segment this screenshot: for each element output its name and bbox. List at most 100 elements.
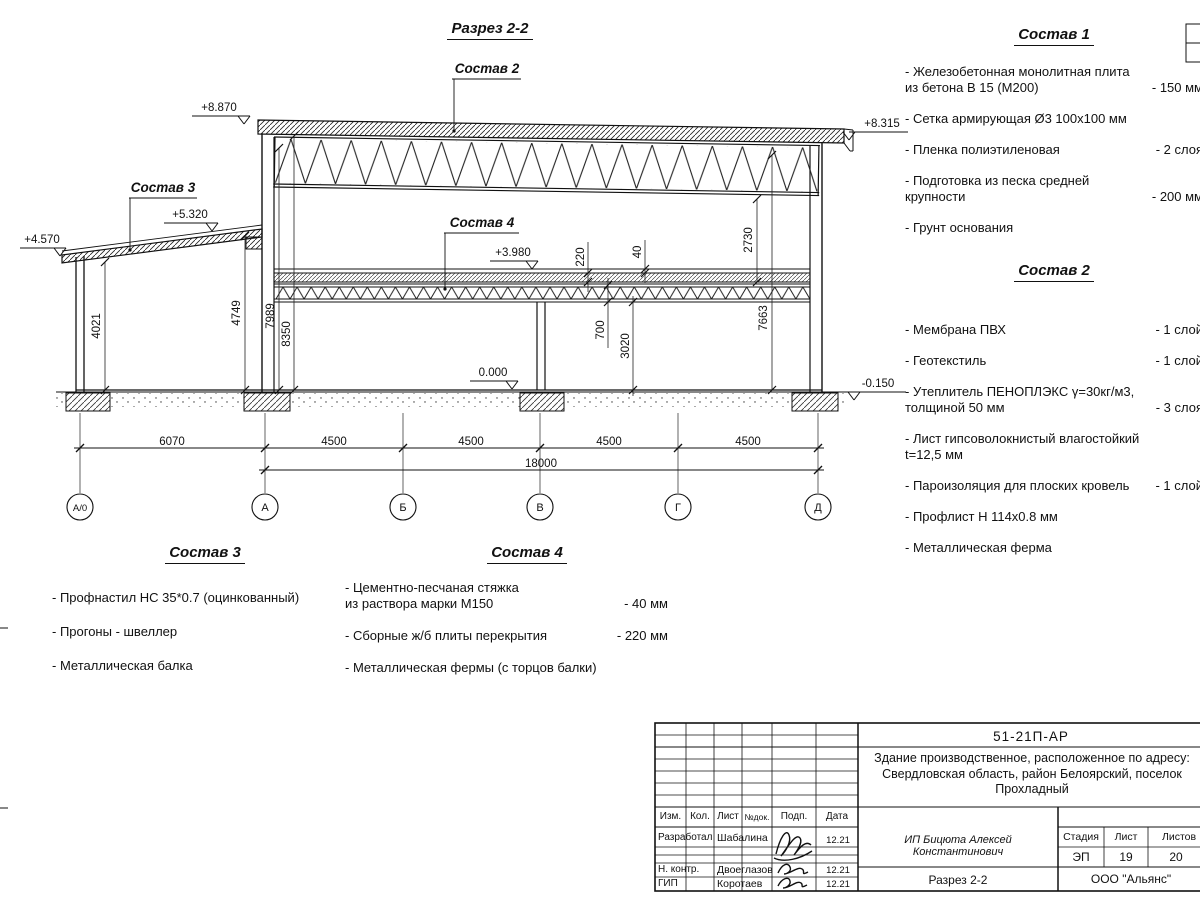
spec-item: - Лист гипсоволокнистый влагостойкий t=1… (905, 431, 1200, 463)
axis-label: А (261, 502, 269, 514)
elevation-marks: +8.870 +8.315 +5.320 +4.570 +3.980 0.000… (20, 102, 908, 401)
spec-text: - Металлическая балка (52, 658, 193, 673)
dim-ticks (75, 443, 823, 475)
svg-text:0.000: 0.000 (479, 367, 508, 379)
spec-text: - Профлист Н 114х0.8 мм (905, 509, 1058, 524)
footing (519, 392, 565, 412)
spec-value: - 1 слой (1155, 322, 1200, 337)
spec4-heading: Состав 4 (345, 544, 709, 564)
stage-header: Стадия (1063, 831, 1099, 843)
footing (65, 392, 111, 412)
row-name: Шабалина (717, 832, 768, 844)
spec-text: - Подготовка из песка средней крупности (905, 173, 1090, 204)
interior-column (536, 302, 546, 390)
spec4-list: - Цементно-песчаная стяжка из раствора м… (345, 580, 668, 692)
annex-roof (61, 228, 263, 264)
spec-text: - Железобетонная монолитная плита из бет… (905, 64, 1130, 95)
dimensions: 6070 4500 4500 4500 4500 18000 (74, 131, 824, 493)
elevation-mark: +5.320 (164, 209, 219, 232)
signature-1 (775, 832, 812, 857)
row-role: Разработал (658, 832, 713, 843)
col-header-podp: Подп. (780, 811, 808, 822)
page-title: Разрез 2-2 (340, 20, 640, 40)
axis-label: Б (399, 502, 406, 514)
elevation-mark: -0.150 (847, 378, 906, 401)
spec-text: - Геотекстиль (905, 353, 987, 368)
vdim-lines (104, 136, 773, 396)
svg-text:+3.980: +3.980 (495, 247, 531, 259)
sheet-header: Лист (1114, 831, 1138, 843)
elevation-mark: +8.315 (842, 118, 908, 141)
signature-2 (777, 863, 809, 875)
spec2-heading: Состав 2 (905, 262, 1200, 282)
svg-text:-0.150: -0.150 (862, 378, 895, 390)
spec2-list: - Мембрана ПВХ - 1 слой - Геотекстиль - … (905, 322, 1200, 571)
spec-text: - Пленка полиэтиленовая (905, 142, 1060, 157)
callout-sostav4: Состав 4 (443, 215, 519, 291)
dim-label: 40 (632, 246, 644, 259)
row-name: Коротаев (717, 878, 763, 890)
spec-value: - 1 слой (1155, 353, 1200, 368)
spec-item: - Подготовка из песка средней крупности … (905, 173, 1200, 205)
spec-value: - 40 мм (624, 596, 668, 611)
spec-value: - 150 мм (1151, 80, 1200, 95)
doc-number: 51-21П-АР (993, 729, 1069, 744)
callout-sostav2: Состав 2 (452, 61, 521, 133)
dim-label: 8350 (281, 321, 293, 347)
dim-label: 6070 (159, 436, 185, 448)
dim-label: 220 (575, 247, 587, 266)
spec-item: - Металлическая балка (52, 658, 362, 674)
spec-item: - Пароизоляция для плоских кровель - 1 с… (905, 478, 1200, 494)
ground-fill (56, 393, 848, 407)
spec-text: - Цементно-песчаная стяжка из раствора м… (345, 580, 519, 611)
dim-label: 4749 (231, 300, 243, 326)
axis-label: Г (675, 502, 681, 514)
spec-item: - Профлист Н 114х0.8 мм (905, 509, 1200, 525)
elevation-mark: +8.870 (192, 102, 251, 125)
callouts: Состав 2 Состав 3 Состав 4 (128, 61, 521, 291)
spec-text: - Сборные ж/б плиты перекрытия (345, 628, 548, 643)
spec-item: - Профнастил НС 35*0.7 (оцинкованный) (52, 590, 362, 606)
svg-text:+5.320: +5.320 (172, 209, 208, 221)
axis-label: В (536, 502, 543, 514)
spec-text: - Лист гипсоволокнистый влагостойкий t=1… (905, 431, 1140, 462)
sheets-header: Листов (1161, 831, 1197, 843)
spec-item: - Грунт основания (905, 220, 1200, 236)
row-date: 12.21 (826, 865, 850, 876)
svg-text:+8.870: +8.870 (201, 102, 237, 114)
spec-text: - Мембрана ПВХ (905, 322, 1006, 337)
dim-label: 4500 (321, 436, 347, 448)
footing (243, 392, 291, 412)
col-header-izm: Изм. (659, 811, 682, 822)
spec-text: - Профнастил НС 35*0.7 (оцинкованный) (52, 590, 300, 605)
spec-item: - Сборные ж/б плиты перекрытия - 220 мм (345, 628, 668, 644)
roof-truss (273, 136, 820, 197)
spec-value: - 200 мм (1151, 189, 1200, 204)
spec-item: - Сетка армирующая Ø3 100х100 мм (905, 111, 1200, 127)
spec-text: - Грунт основания (905, 220, 1014, 235)
annex-roof-bearing (245, 236, 263, 250)
dim-label: 700 (595, 320, 607, 339)
elevation-mark: 0.000 (470, 367, 519, 390)
spec-value: - 2 слоя (1155, 142, 1200, 157)
spec-item: - Цементно-песчаная стяжка из раствора м… (345, 580, 668, 612)
spec-text: - Пароизоляция для плоских кровель (905, 478, 1130, 493)
roof-slab (257, 119, 845, 144)
spec-item: - Железобетонная монолитная плита из бет… (905, 64, 1200, 96)
floor2-slab (274, 273, 810, 282)
dim-label: 4500 (596, 436, 622, 448)
axis-markers: А/0 А Б В Г Д (66, 493, 832, 521)
svg-text:Состав 2: Состав 2 (455, 61, 520, 76)
row-name: Двоеглазов (717, 864, 773, 876)
drawing-name: Разрез 2-2 (928, 873, 988, 887)
svg-text:Состав 3: Состав 3 (131, 180, 196, 195)
spec-text: - Прогоны - швеллер (52, 624, 178, 639)
main-building-structure (76, 119, 854, 392)
spec-item: - Мембрана ПВХ - 1 слой (905, 322, 1200, 338)
sheet-frame (0, 23, 1200, 809)
col-header-kol: Кол. (690, 811, 710, 822)
spec-value: - 220 мм (616, 628, 668, 643)
stage-value: ЭП (1072, 850, 1090, 864)
spec-text: - Утеплитель ПЕНОПЛЭКС γ=30кг/м3, толщин… (905, 384, 1135, 415)
